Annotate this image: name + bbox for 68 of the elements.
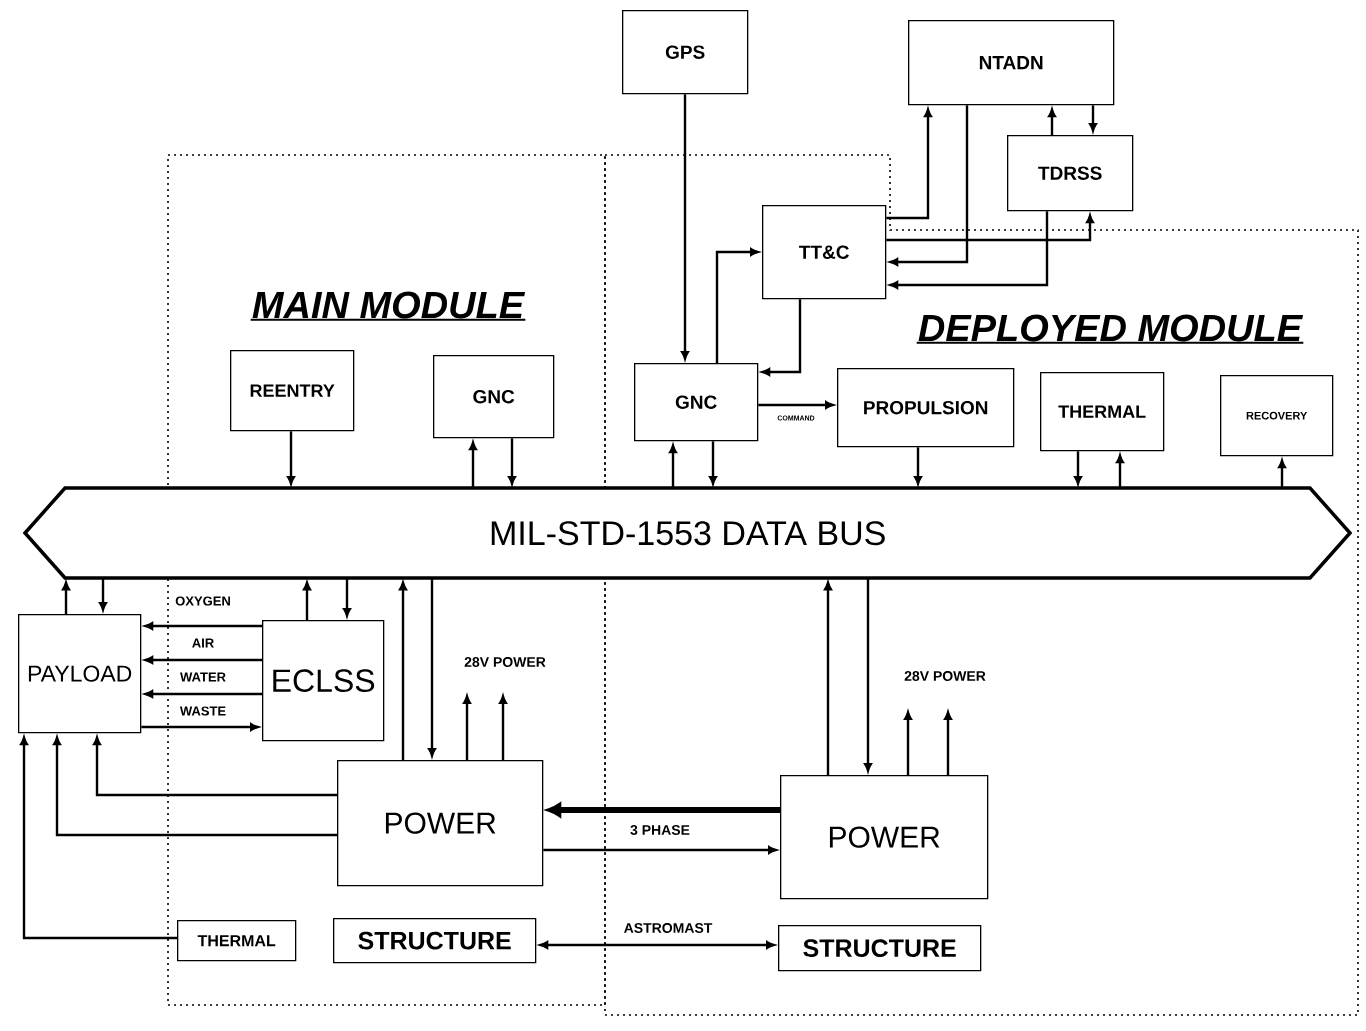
- block-box: POWER: [780, 775, 989, 900]
- block-box: THERMAL: [1040, 372, 1165, 452]
- arrow: [399, 581, 407, 760]
- arrow: [886, 214, 1094, 242]
- arrow: [62, 581, 70, 614]
- arrow: [463, 695, 471, 760]
- edge-label: AIR: [190, 637, 216, 649]
- block-box: GNC: [634, 363, 759, 442]
- edge-label: 3 PHASE: [629, 824, 691, 836]
- arrow: [758, 401, 834, 409]
- block-box: GNC: [433, 355, 555, 439]
- arrow: [303, 581, 311, 620]
- arrow: [144, 622, 262, 630]
- arrow: [864, 578, 872, 772]
- edge-label: WATER: [179, 671, 227, 683]
- node-label: MIL-STD-1553 DATA BUS: [491, 521, 885, 546]
- block-box: GPS: [622, 10, 749, 95]
- arrow: [709, 441, 717, 485]
- edge-label: WASTE: [178, 705, 228, 717]
- arrow: [508, 438, 516, 485]
- module-title: MAIN MODULE: [249, 291, 527, 321]
- arrow: [889, 105, 969, 266]
- arrow: [99, 578, 107, 611]
- arrow: [469, 441, 477, 488]
- block-box: RECOVERY: [1220, 375, 1334, 457]
- arrow: [543, 846, 777, 854]
- arrow: [20, 736, 177, 940]
- arrow: [914, 447, 922, 485]
- arrow: [93, 736, 337, 797]
- arrow: [715, 248, 759, 363]
- arrow: [1074, 451, 1082, 485]
- arrow: [761, 299, 802, 376]
- block-box: STRUCTURE: [778, 925, 982, 972]
- power-label: 28V POWER: [464, 657, 546, 667]
- arrow: [144, 656, 262, 664]
- arrow: [53, 736, 337, 837]
- arrow: [889, 211, 1049, 289]
- arrow: [1089, 105, 1097, 132]
- block-box: PAYLOAD: [18, 614, 142, 734]
- arrow: [141, 723, 259, 731]
- block-box: REENTRY: [230, 350, 355, 432]
- arrow: [669, 444, 677, 488]
- block-box: NTADN: [908, 20, 1115, 106]
- arrow: [1278, 459, 1286, 488]
- power-label: 28V POWER: [904, 671, 986, 681]
- module-title: DEPLOYED MODULE: [915, 314, 1305, 344]
- block-box: ECLSS: [262, 620, 385, 742]
- arrow: [499, 695, 507, 760]
- block-box: THERMAL: [177, 920, 297, 962]
- arrow: [1116, 454, 1124, 488]
- arrow: [824, 581, 832, 775]
- arrow: [144, 690, 262, 698]
- block-box: STRUCTURE: [333, 918, 537, 964]
- edge-label: ASTROMAST: [622, 922, 714, 934]
- block-box: TDRSS: [1007, 135, 1134, 212]
- arrow: [904, 711, 912, 775]
- arrow: [681, 94, 689, 360]
- arrow: [944, 711, 952, 775]
- arrow: [1048, 108, 1056, 135]
- arrow: [428, 578, 436, 757]
- block-box: PROPULSION: [837, 368, 1015, 448]
- edge-label: OXYGEN: [174, 595, 232, 607]
- arrow: [287, 431, 295, 485]
- block-box: TT&C: [762, 205, 887, 300]
- arrow: [886, 108, 932, 220]
- arrow: [343, 578, 351, 617]
- arrow: [539, 941, 775, 949]
- block-box: POWER: [337, 760, 544, 887]
